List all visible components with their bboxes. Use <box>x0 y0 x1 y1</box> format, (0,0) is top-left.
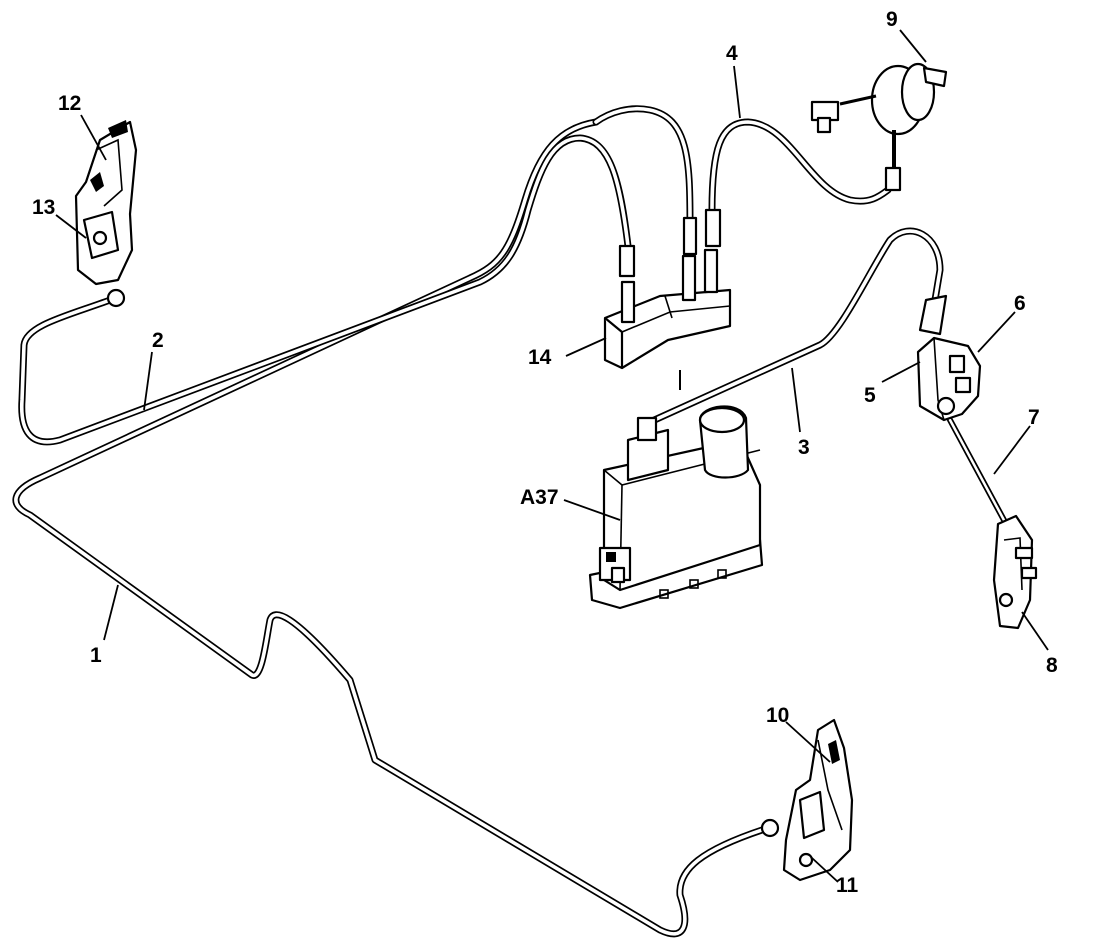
door-lock-10-11 <box>760 718 854 882</box>
label-10: 10 <box>766 704 789 727</box>
label-a37: A37 <box>520 486 559 509</box>
vacuum-line-branch <box>592 105 694 226</box>
label-12: 12 <box>58 92 81 115</box>
vacuum-line-2 <box>18 134 632 446</box>
label-13: 13 <box>32 196 55 219</box>
vacuum-line-4 <box>708 118 892 214</box>
callout-labels: 12 13 2 1 14 A37 3 4 9 6 5 7 8 10 11 <box>32 8 1058 897</box>
label-4: 4 <box>726 42 738 65</box>
leader-lines <box>55 29 1049 883</box>
door-lock-12-13 <box>74 120 138 308</box>
label-5: 5 <box>864 384 876 407</box>
label-9: 9 <box>886 8 898 31</box>
label-11: 11 <box>836 874 859 897</box>
label-6: 6 <box>1014 292 1026 315</box>
label-2: 2 <box>152 329 164 352</box>
label-14: 14 <box>528 346 552 369</box>
door-lock-8 <box>992 514 1038 630</box>
door-lock-5-6 <box>916 294 982 422</box>
connecting-rod-7 <box>947 417 1008 525</box>
label-1: 1 <box>90 644 102 667</box>
vacuum-unit-9 <box>810 62 948 192</box>
pump-a37 <box>588 405 764 610</box>
vacuum-line-1 <box>12 118 772 938</box>
vacuum-line-3 <box>646 227 944 426</box>
label-3: 3 <box>798 436 810 459</box>
valve-block-14 <box>603 208 732 390</box>
label-7: 7 <box>1028 406 1040 429</box>
label-8: 8 <box>1046 654 1058 677</box>
